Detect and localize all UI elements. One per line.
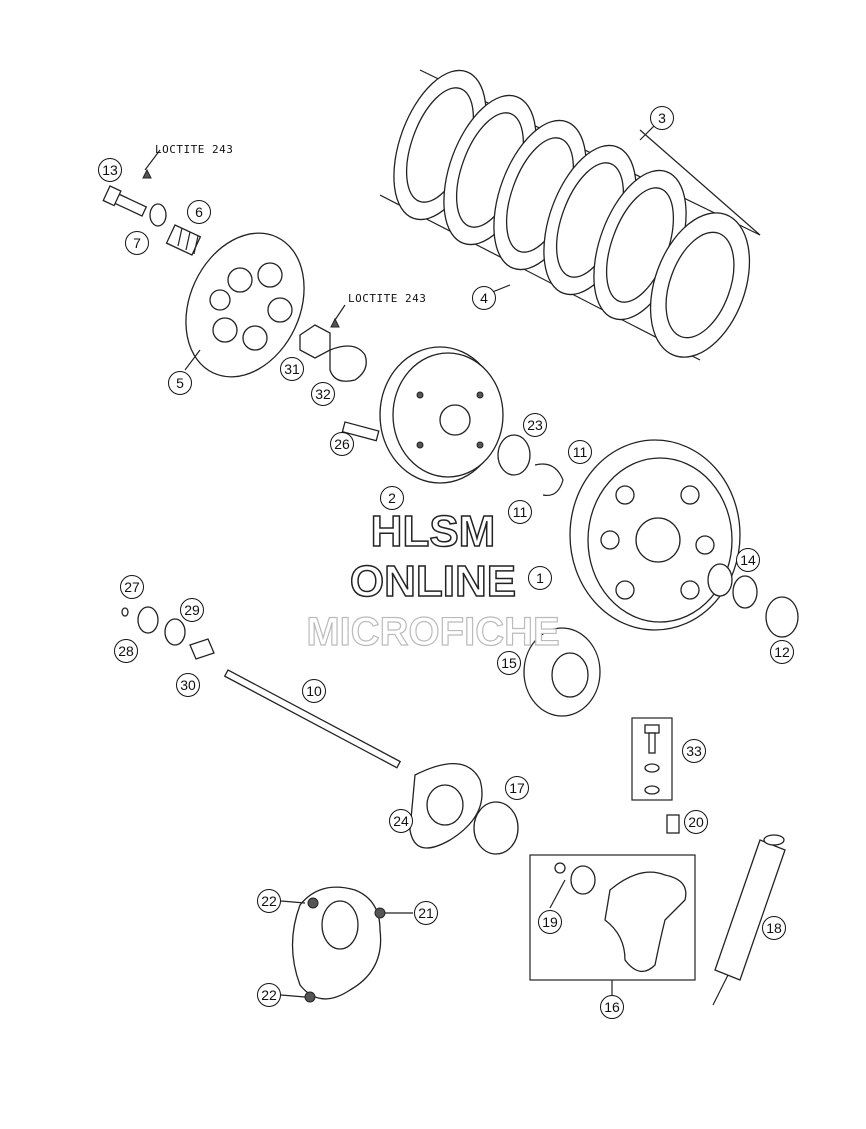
leader-lines <box>280 879 613 998</box>
drop-icon <box>330 317 340 328</box>
callout-26[interactable]: 26 <box>330 432 354 456</box>
loctite-note-2: LOCTITE 243 <box>348 292 427 305</box>
callout-22-bottom[interactable]: 22 <box>257 983 281 1007</box>
leader-loctite-2 <box>334 304 346 321</box>
bolt-13 <box>102 185 148 217</box>
callout-1[interactable]: 1 <box>528 566 552 590</box>
callout-29[interactable]: 29 <box>180 598 204 622</box>
slave-cylinder-kit-16 <box>529 854 696 981</box>
callout-3[interactable]: 3 <box>650 106 674 130</box>
push-rod-10 <box>223 669 402 769</box>
ball-27 <box>121 607 129 617</box>
callout-21[interactable]: 21 <box>414 901 438 925</box>
callout-17[interactable]: 17 <box>505 776 529 800</box>
callout-31[interactable]: 31 <box>280 357 304 381</box>
callout-16[interactable]: 16 <box>600 995 624 1019</box>
callout-10[interactable]: 10 <box>302 679 326 703</box>
syringe-18 <box>712 834 786 1006</box>
clutch-plate-stack <box>379 69 761 361</box>
callout-11-top[interactable]: 11 <box>568 440 592 464</box>
callout-14[interactable]: 14 <box>736 548 760 572</box>
washer-7 <box>149 203 167 227</box>
bolt-kit-33 <box>631 717 673 801</box>
callout-30[interactable]: 30 <box>176 673 200 697</box>
nut-31 <box>299 324 331 359</box>
pin-26 <box>341 421 380 442</box>
circlip-11 <box>534 463 564 497</box>
callout-22-top[interactable]: 22 <box>257 889 281 913</box>
callout-7[interactable]: 7 <box>125 231 149 255</box>
callout-6[interactable]: 6 <box>187 200 211 224</box>
pressure-piece-30 <box>189 638 215 660</box>
needle-bearing-14 <box>707 563 758 609</box>
bleeder-screw-20 <box>666 814 680 834</box>
callout-32[interactable]: 32 <box>311 382 335 406</box>
callout-15[interactable]: 15 <box>497 651 521 675</box>
callout-11-bottom[interactable]: 11 <box>508 500 532 524</box>
washer-28 <box>137 606 159 634</box>
callout-2[interactable]: 2 <box>380 486 404 510</box>
callout-5[interactable]: 5 <box>168 371 192 395</box>
callout-4[interactable]: 4 <box>472 286 496 310</box>
clutch-basket <box>569 439 741 631</box>
callout-12[interactable]: 12 <box>770 640 794 664</box>
washer-23 <box>497 434 531 476</box>
bearing-29 <box>164 618 186 646</box>
spring-6 <box>165 224 202 256</box>
leader-loctite-1 <box>144 149 161 171</box>
callout-27[interactable]: 27 <box>120 575 144 599</box>
callout-24[interactable]: 24 <box>389 809 413 833</box>
lock-washer-32 <box>329 345 367 382</box>
loctite-note-1: LOCTITE 243 <box>155 143 234 156</box>
callout-19[interactable]: 19 <box>538 910 562 934</box>
gear-15 <box>523 627 601 717</box>
callout-18[interactable]: 18 <box>762 916 786 940</box>
callout-28[interactable]: 28 <box>114 639 138 663</box>
inner-clutch-hub <box>379 346 504 484</box>
pressure-plate <box>184 232 305 378</box>
callout-20[interactable]: 20 <box>684 810 708 834</box>
slave-cylinder-cover <box>291 886 386 1003</box>
o-ring-17 <box>473 801 519 855</box>
callout-33[interactable]: 33 <box>682 739 706 763</box>
callout-23[interactable]: 23 <box>523 413 547 437</box>
washer-12 <box>765 596 799 638</box>
drop-icon <box>142 168 152 179</box>
callout-13[interactable]: 13 <box>98 158 122 182</box>
